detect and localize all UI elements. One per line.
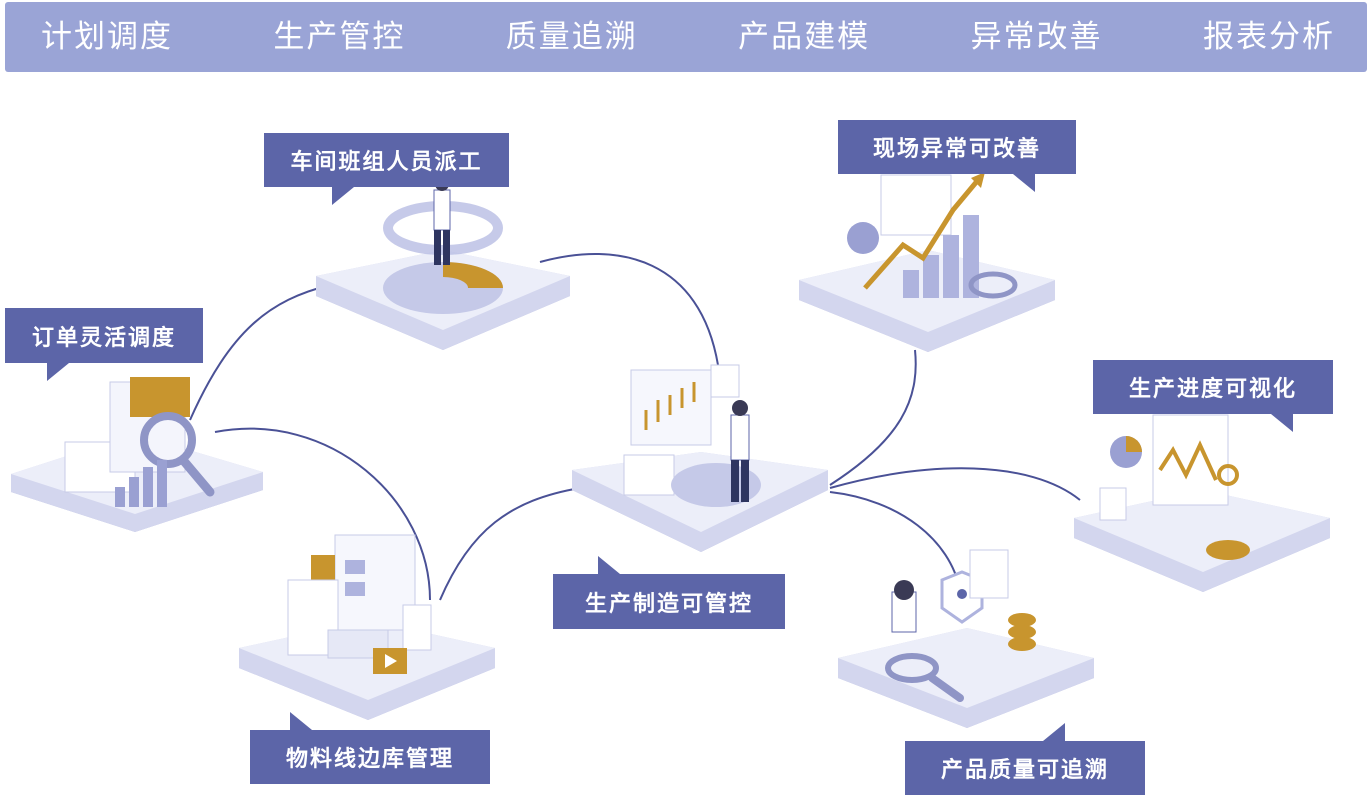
tab-production-control[interactable]: 生产管控 [273, 18, 406, 55]
magnifier-icon [968, 271, 1018, 299]
tab-product-modeling[interactable]: 产品建模 [738, 18, 871, 55]
report-card-icon [969, 549, 1009, 599]
callout-order-dispatch: 订单灵活调度 [5, 308, 203, 381]
progress-visual-illustration [1074, 414, 1330, 592]
callout-label: 现场异常可改善 [872, 137, 1041, 162]
tab-exception-improvement[interactable]: 异常改善 [970, 18, 1103, 55]
report-card-icon [710, 364, 740, 398]
callout-progress-visual: 生产进度可视化 [1093, 360, 1333, 432]
callout-manufacturing-control: 生产制造可管控 [553, 556, 785, 629]
folder-tab-icon [130, 377, 190, 417]
connector-material-to-center [439, 487, 581, 601]
connector-center-to-exception [829, 349, 917, 486]
coin-stack-icon [1008, 613, 1036, 627]
callout-label: 物料线边库管理 [285, 747, 454, 772]
bar-chart-icon [115, 487, 125, 507]
person-icon [433, 189, 451, 231]
bar-chart-icon [402, 604, 432, 651]
connector-order-to-material [214, 427, 431, 601]
keyboard-icon [327, 629, 389, 659]
order-dispatch-illustration [11, 377, 263, 532]
workshop-dispatch-illustration [316, 178, 570, 350]
gauge-panel-icon [623, 454, 675, 496]
callout-workshop-dispatch: 车间班组人员派工 [264, 133, 509, 205]
pie-chart-icon [847, 222, 879, 254]
callout-onsite-exception: 现场异常可改善 [838, 120, 1076, 192]
callout-label: 生产进度可视化 [1128, 377, 1297, 402]
magnifier-icon [140, 412, 196, 468]
tab-quality-trace[interactable]: 质量追溯 [505, 18, 638, 55]
connector-center-to-progress [829, 467, 1081, 501]
trend-arrow-icon [863, 178, 980, 290]
connector-workshop-to-center [539, 253, 719, 366]
document-icon [1099, 487, 1127, 521]
callout-quality-trace: 产品质量可追溯 [905, 723, 1145, 795]
manufacturing-control-illustration [572, 364, 828, 552]
exception-improvement-illustration [799, 172, 1055, 352]
coin-pie-icon [1206, 540, 1250, 560]
callout-label: 生产制造可管控 [584, 591, 753, 617]
callout-material-storage: 物料线边库管理 [250, 712, 490, 784]
person-icon [730, 414, 750, 461]
callout-label: 订单灵活调度 [31, 325, 176, 351]
magnifier-icon [885, 653, 939, 683]
bar-chart-icon [903, 270, 919, 298]
callout-label: 产品质量可追溯 [940, 758, 1109, 783]
top-nav-bar: 计划调度 生产管控 质量追溯 产品建模 异常改善 报表分析 [5, 2, 1367, 72]
callout-label: 车间班组人员派工 [290, 150, 483, 175]
quality-trace-illustration [838, 549, 1094, 728]
tab-plan-scheduling[interactable]: 计划调度 [41, 18, 173, 55]
connector-order-to-workshop [189, 284, 331, 421]
image-card-icon [311, 555, 335, 583]
donut-chart-icon [1217, 464, 1239, 486]
connector-center-to-quality [829, 491, 961, 591]
material-storage-illustration [239, 534, 495, 720]
dashboard-screen-icon [880, 174, 952, 236]
tab-report-analysis[interactable]: 报表分析 [1202, 18, 1335, 55]
